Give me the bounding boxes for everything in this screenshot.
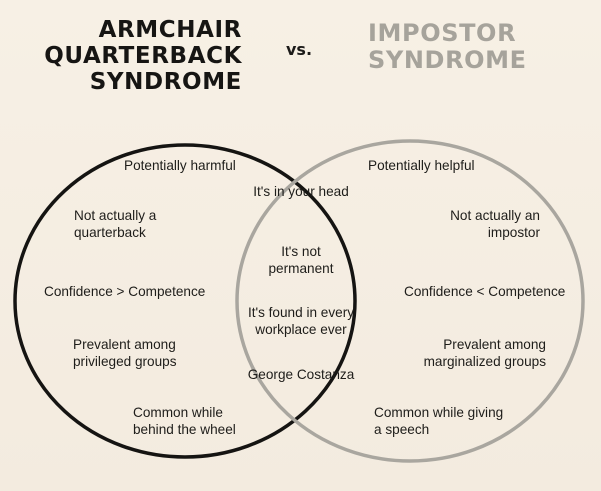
left-item-privileged: Prevalent among privileged groups — [73, 337, 177, 369]
right-title: IMPOSTOR SYNDROME — [368, 19, 527, 74]
right-item-giving-speech: Common while giving a speech — [374, 405, 504, 437]
left-circle — [13, 143, 357, 459]
versus-label: vs. — [285, 40, 313, 59]
overlap-item-george-costanza: George Costanza — [247, 367, 355, 382]
overlap-item-in-your-head: It's in your head — [253, 184, 349, 199]
right-item-not-impostor: Not actually an impostor — [450, 208, 540, 240]
overlap-item-every-workplace: It's found in every workplace ever — [247, 305, 355, 337]
left-title: ARMCHAIR QUARTERBACK SYNDROME — [44, 17, 242, 95]
right-item-confidence: Confidence < Competence — [404, 284, 566, 299]
left-item-harmful: Potentially harmful — [124, 158, 236, 173]
left-item-not-quarterback: Not actually a quarterback — [74, 208, 157, 240]
right-item-marginalized: Prevalent among marginalized groups — [423, 337, 546, 369]
right-circle — [235, 139, 585, 463]
overlap-item-not-permanent: It's not permanent — [268, 244, 334, 276]
right-item-helpful: Potentially helpful — [368, 158, 475, 173]
left-item-confidence: Confidence > Competence — [44, 284, 206, 299]
left-item-behind-wheel: Common while behind the wheel — [133, 405, 236, 437]
